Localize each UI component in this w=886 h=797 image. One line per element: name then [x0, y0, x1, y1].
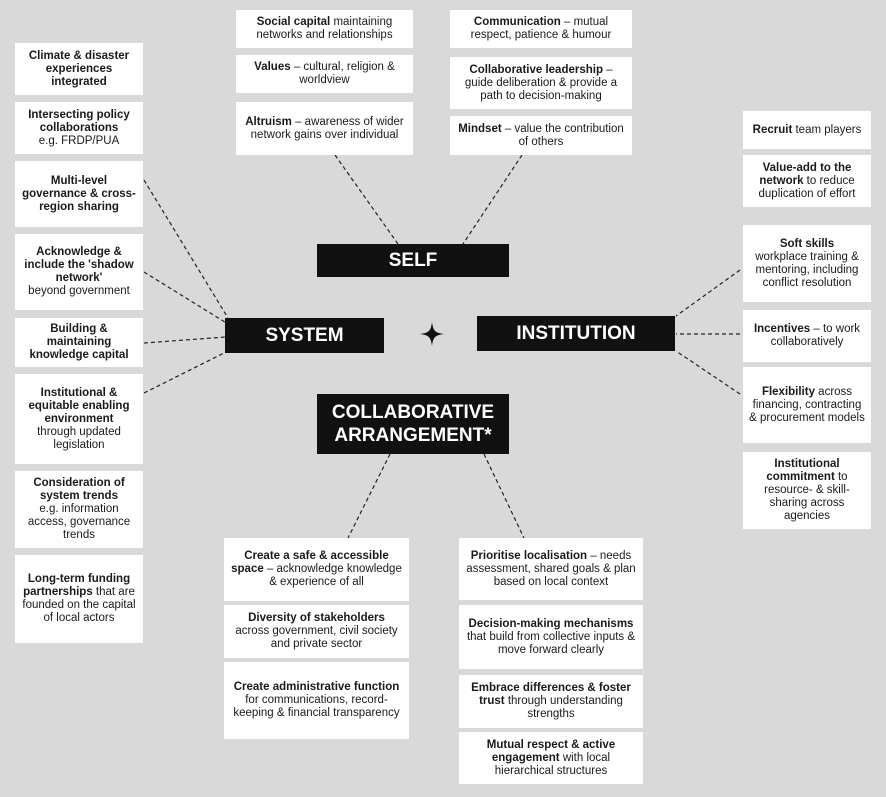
four-point-star-icon	[420, 322, 444, 346]
institution-item: Value-add to the network to reduce dupli…	[743, 155, 871, 207]
collab-item: Create administrative function for commu…	[224, 662, 409, 739]
self-item: Social capital maintaining networks and …	[236, 10, 413, 48]
system-item: Long-term funding partnerships that are …	[15, 555, 143, 643]
hub-system: SYSTEM	[225, 318, 384, 353]
collab-item: Decision-making mechanisms that build fr…	[459, 605, 643, 669]
hub-collaborative-line2: ARRANGEMENT*	[334, 425, 492, 446]
system-item: Building & maintaining knowledge capital	[15, 318, 143, 367]
self-item: Mindset – value the contribution of othe…	[450, 116, 632, 155]
institution-item: Soft skills workplace training & mentori…	[743, 225, 871, 302]
hub-institution: INSTITUTION	[477, 316, 675, 351]
connector-line	[143, 271, 229, 325]
system-item: Multi-level governance & cross-region sh…	[15, 161, 143, 227]
system-item: Intersecting policy collaborations e.g. …	[15, 102, 143, 154]
hub-system-label: SYSTEM	[265, 324, 344, 346]
connector-line	[143, 336, 227, 344]
system-item: Acknowledge & include the 'shadow networ…	[15, 234, 143, 310]
collab-item: Mutual respect & active engagement with …	[459, 732, 643, 784]
hub-self-label: SELF	[388, 249, 438, 271]
hub-collaborative-line1: COLLABORATIVE	[331, 402, 495, 423]
collab-item: Diversity of stakeholders across governm…	[224, 605, 409, 658]
self-item: Altruism – awareness of wider network ga…	[236, 102, 413, 155]
self-item: Communication – mutual respect, patience…	[450, 10, 632, 48]
system-item: Climate & disaster experiences integrate…	[15, 43, 143, 95]
hub-collaborative-arrangement: COLLABORATIVE ARRANGEMENT*	[317, 394, 509, 454]
institution-item: Recruit team players	[743, 111, 871, 149]
self-item: Collaborative leadership – guide deliber…	[450, 57, 632, 109]
self-item: Values – cultural, religion & worldview	[236, 55, 413, 93]
collab-item: Embrace differences & foster trust throu…	[459, 675, 643, 728]
hub-institution-label: INSTITUTION	[516, 322, 636, 344]
connector-line	[334, 154, 399, 245]
collab-item: Prioritise localisation – needs assessme…	[459, 538, 643, 600]
system-item: Consideration of system trends e.g. info…	[15, 471, 143, 548]
hub-self: SELF	[317, 244, 509, 277]
connector-line	[462, 154, 523, 245]
connector-line	[347, 453, 391, 539]
institution-item: Institutional commitment to resource- & …	[743, 452, 871, 529]
connector-line	[143, 179, 229, 319]
system-item: Institutional & equitable enabling envir…	[15, 374, 143, 464]
connector-line	[675, 350, 741, 395]
connector-line	[143, 349, 231, 394]
connector-line	[483, 453, 525, 539]
collab-item: Create a safe & accessible space – ackno…	[224, 538, 409, 601]
connector-line	[675, 269, 741, 317]
institution-item: Incentives – to work collaboratively	[743, 310, 871, 362]
institution-item: Flexibility across financing, contractin…	[743, 367, 871, 443]
